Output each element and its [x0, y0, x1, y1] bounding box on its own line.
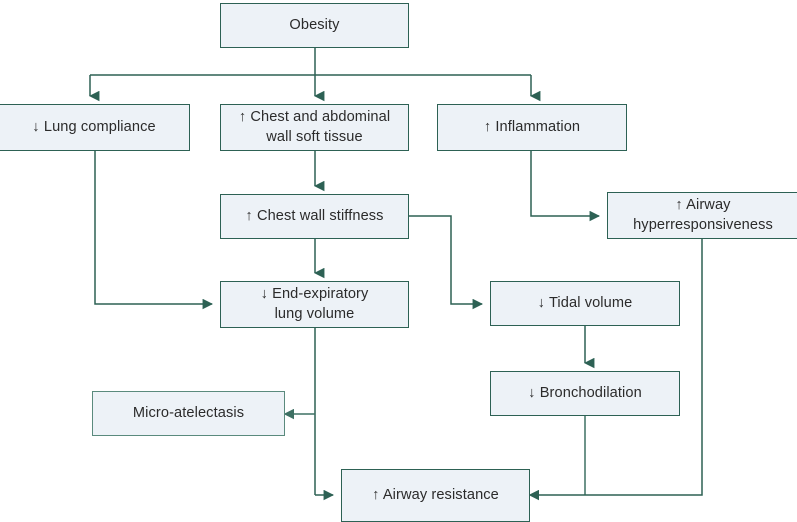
node-bronchodilation[interactable]: ↓ Bronchodilation — [490, 371, 680, 416]
node-obesity[interactable]: Obesity — [220, 3, 409, 48]
node-inflammation[interactable]: ↑ Inflammation — [437, 104, 627, 151]
node-chest-wall-stiffness[interactable]: ↑ Chest wall stiffness — [220, 194, 409, 239]
node-tidal-volume[interactable]: ↓ Tidal volume — [490, 281, 680, 326]
node-end-expiratory-lung-volume[interactable]: ↓ End-expiratory lung volume — [220, 281, 409, 328]
node-inflammation-label: ↑ Inflammation — [483, 118, 581, 135]
node-micro-atelectasis[interactable]: Micro-atelectasis — [92, 391, 285, 436]
node-obesity-label: Obesity — [289, 16, 340, 33]
node-airway-resistance[interactable]: ↑ Airway resistance — [341, 469, 530, 522]
node-airway-hyperresponsiveness[interactable]: ↑ Airway hyperresponsiveness — [607, 192, 797, 239]
node-end-expiratory-lung-volume-label: ↓ End-expiratory lung volume — [260, 286, 369, 322]
node-chest-wall-stiffness-label: ↑ Chest wall stiffness — [245, 207, 384, 224]
node-airway-resistance-label: ↑ Airway resistance — [372, 486, 499, 503]
edge-stiffness-to-tidal-volume — [409, 215, 484, 310]
node-bronchodilation-label: ↓ Bronchodilation — [528, 384, 642, 401]
edge-inflammation-to-hyperresponsiveness — [530, 151, 601, 222]
node-chest-abdominal-soft-tissue[interactable]: ↑ Chest and abdominal wall soft tissue — [220, 104, 409, 151]
edge-lung-compliance-to-eelv — [94, 151, 214, 310]
node-micro-atelectasis-label: Micro-atelectasis — [132, 404, 245, 421]
edge-hyperresponsiveness-to-airway-resistance — [528, 239, 703, 501]
node-tidal-volume-label: ↓ Tidal volume — [537, 294, 633, 311]
node-airway-hyperresponsiveness-label: ↑ Airway hyperresponsiveness — [633, 197, 773, 233]
node-lung-compliance-label: ↓ Lung compliance — [32, 118, 156, 135]
node-chest-abdominal-soft-tissue-label: ↑ Chest and abdominal wall soft tissue — [238, 109, 391, 145]
node-lung-compliance[interactable]: ↓ Lung compliance — [0, 104, 190, 151]
